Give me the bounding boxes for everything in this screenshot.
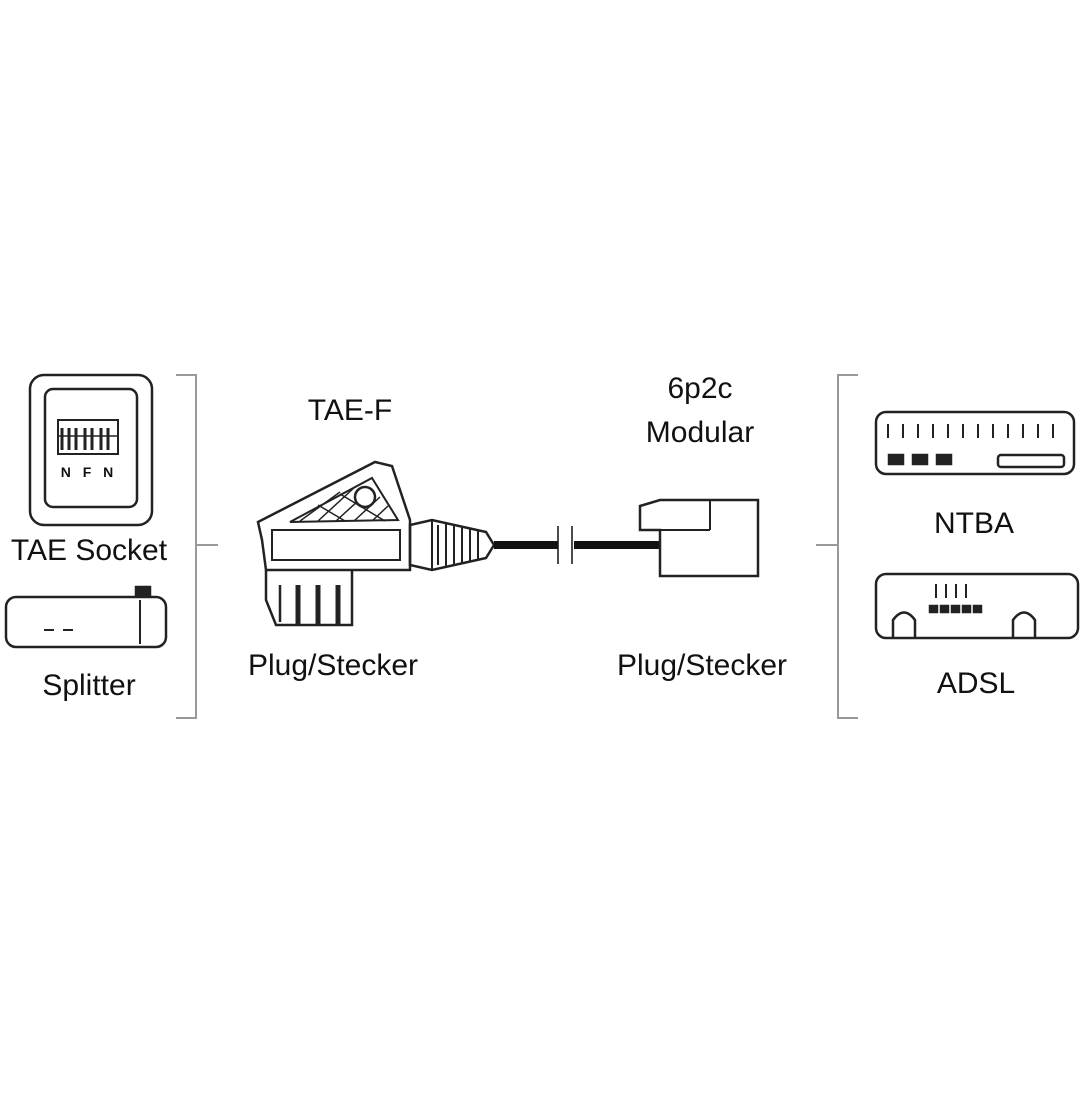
cable-line: [494, 526, 660, 564]
modular-title-line2: Modular: [646, 416, 754, 449]
tae-socket-icon: [28, 373, 154, 527]
tae-socket-label: TAE Socket: [11, 534, 168, 567]
modular-title-line1: 6p2c: [667, 372, 732, 405]
right-bracket: [816, 374, 858, 719]
splitter-icon: [4, 585, 168, 649]
ntba-label: NTBA: [934, 507, 1014, 540]
adsl-modem-icon: [874, 572, 1080, 640]
left-bracket: [176, 374, 218, 719]
modular-plug-icon: [638, 498, 760, 578]
adsl-label: ADSL: [937, 667, 1015, 700]
ntba-device-icon: [874, 410, 1076, 476]
socket-face-text: N F N: [61, 464, 118, 480]
tae-plug-caption: Plug/Stecker: [248, 649, 418, 682]
tae-plug-title: TAE-F: [308, 394, 392, 427]
tae-f-plug-icon: [256, 460, 496, 627]
splitter-label: Splitter: [42, 669, 135, 702]
modular-plug-caption: Plug/Stecker: [617, 649, 787, 682]
